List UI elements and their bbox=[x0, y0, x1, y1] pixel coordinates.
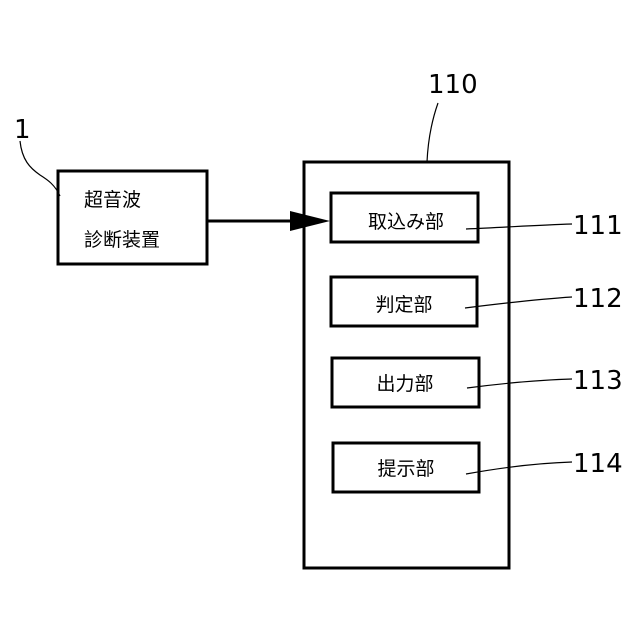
device-label-line1: 超音波 bbox=[84, 189, 141, 211]
unit-ref-number: 112 bbox=[573, 284, 623, 314]
unit-leader-line-113 bbox=[467, 379, 572, 388]
unit-label: 出力部 bbox=[376, 373, 433, 395]
system-leader-line bbox=[427, 103, 438, 162]
unit-block-113: 出力部 bbox=[332, 358, 479, 407]
unit-block-114: 提示部 bbox=[333, 443, 479, 492]
unit-leader-line-111 bbox=[466, 224, 572, 229]
data-flow-arrowhead bbox=[290, 211, 330, 231]
device-leader-line bbox=[20, 141, 60, 196]
unit-label: 提示部 bbox=[377, 458, 434, 480]
ultrasound-device-block: 超音波 診断装置 bbox=[58, 171, 207, 264]
unit-ref-number: 114 bbox=[573, 449, 623, 479]
unit-leader-line-112 bbox=[465, 297, 572, 308]
unit-leader-line-114 bbox=[466, 462, 572, 474]
system-ref-number: 110 bbox=[428, 70, 478, 100]
unit-block-112: 判定部 bbox=[331, 277, 477, 326]
unit-label: 判定部 bbox=[375, 294, 432, 316]
unit-ref-number: 111 bbox=[573, 211, 623, 241]
device-label-line2: 診断装置 bbox=[84, 229, 160, 251]
unit-block-111: 取込み部 bbox=[331, 193, 478, 242]
unit-label: 取込み部 bbox=[368, 211, 444, 233]
device-ref-number: 1 bbox=[14, 115, 31, 145]
unit-ref-number: 113 bbox=[573, 366, 623, 396]
